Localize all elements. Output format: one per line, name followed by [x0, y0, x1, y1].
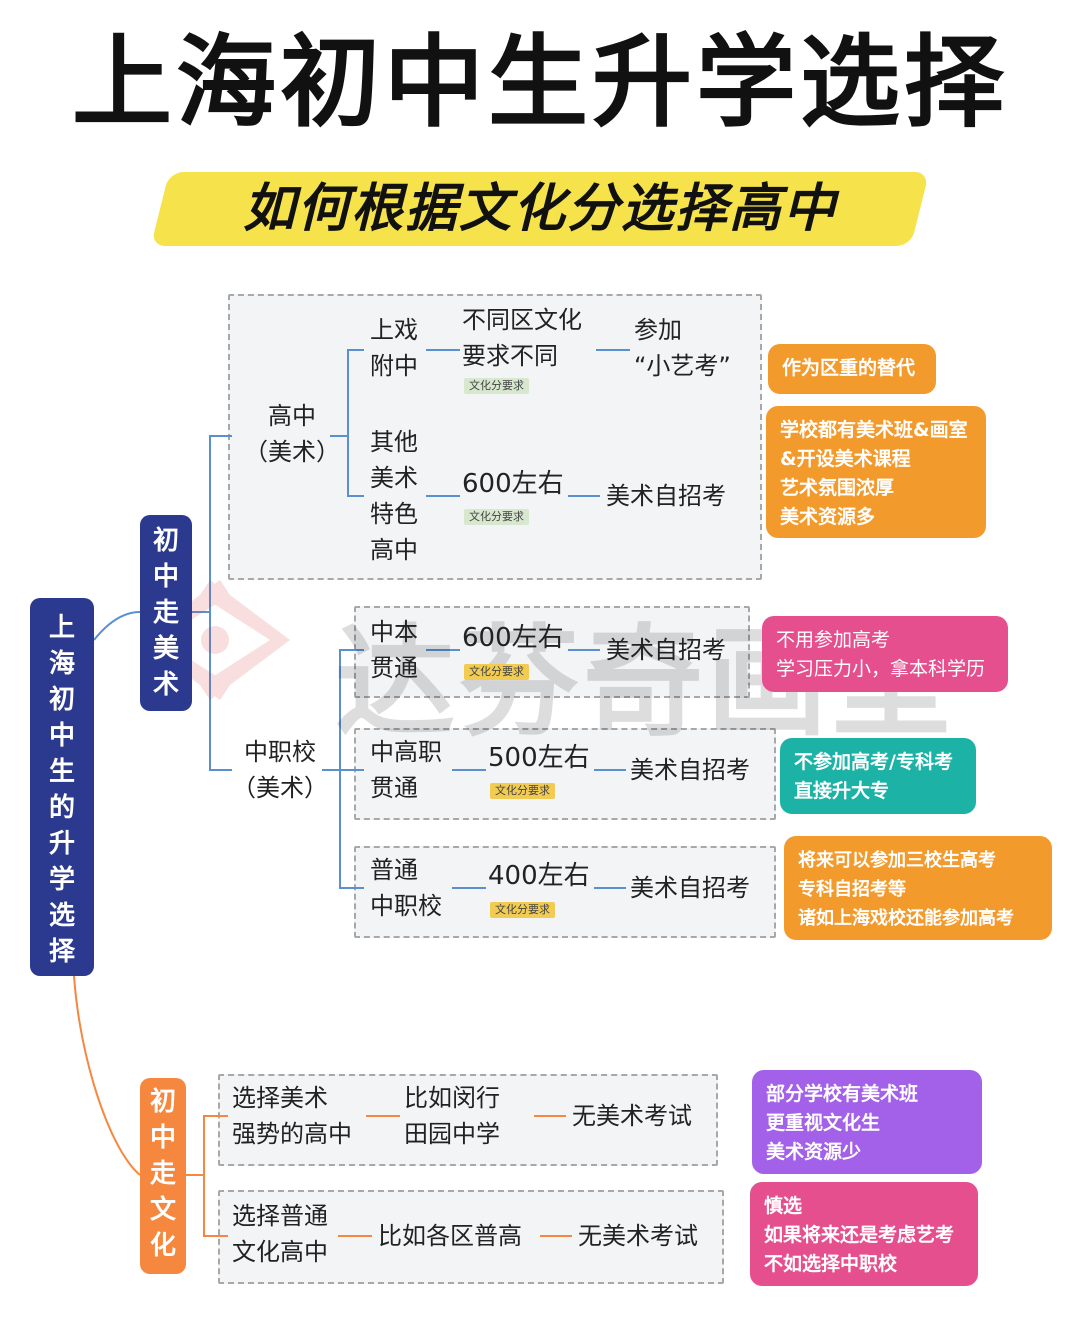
vertical-char: 化	[149, 1231, 176, 1261]
vertical-char: 选	[48, 901, 75, 931]
vertical-char: 中	[48, 721, 75, 751]
zhongben-exam: 美术自招考	[606, 636, 726, 664]
shangxi-exam: 参加 “小艺考”	[634, 316, 731, 380]
culture-strong-name: 选择美术 强势的高中	[232, 1084, 352, 1148]
zhongben-score: 600左右	[462, 623, 564, 653]
zhonggao-note-card: 不参加高考/专科考 直接升大专	[780, 738, 976, 814]
vertical-char: 择	[48, 937, 75, 967]
vertical-char: 初	[149, 1087, 176, 1117]
vertical-char: 术	[152, 670, 179, 700]
vertical-char: 初	[48, 685, 75, 715]
vertical-char: 升	[48, 829, 75, 859]
shangxi-score: 不同区文化 要求不同	[462, 306, 582, 370]
culture-strong-box	[218, 1074, 718, 1166]
shangxi-name: 上戏 附中	[370, 316, 418, 380]
culture-normal-note-card: 慎选 如果将来还是考虑艺考 不如选择中职校	[750, 1182, 978, 1286]
zhongben-name: 中本 贯通	[370, 618, 418, 682]
culture-normal-exam: 无美术考试	[578, 1222, 698, 1250]
page-title: 上海初中生升学选择	[72, 24, 1008, 141]
culture-normal-box	[218, 1190, 724, 1284]
culture-branch-node: 初中走文化	[140, 1078, 186, 1274]
zhongben-tag: 文化分要求	[464, 664, 529, 680]
vertical-char: 中	[149, 1123, 176, 1153]
culture-strong-example: 比如闵行 田园中学	[404, 1084, 500, 1148]
page-subtitle: 如何根据文化分选择高中	[242, 179, 837, 239]
putong-note-card: 将来可以参加三校生高考 专科自招考等 诸如上海戏校还能参加高考	[784, 836, 1052, 940]
culture-normal-name: 选择普通 文化高中	[232, 1202, 328, 1266]
vertical-char: 生	[48, 757, 75, 787]
culture-normal-example: 比如各区普高	[378, 1222, 522, 1250]
shangxi-tag: 文化分要求	[464, 378, 529, 394]
putong-exam: 美术自招考	[630, 874, 750, 902]
vertical-char: 的	[48, 793, 75, 823]
vertical-char: 文	[149, 1195, 176, 1225]
vertical-char: 走	[149, 1159, 176, 1189]
zhonggao-tag: 文化分要求	[490, 783, 555, 799]
putong-name: 普通 中职校	[370, 856, 442, 920]
zhonggao-box	[354, 728, 776, 820]
other-note-card: 学校都有美术班&画室 &开设美术课程 艺术氛围浓厚 美术资源多	[766, 406, 986, 538]
zhonggao-name: 中高职 贯通	[370, 738, 442, 802]
zhongben-note-card: 不用参加高考 学习压力小，拿本科学历	[762, 616, 1008, 692]
vertical-char: 上	[48, 613, 75, 643]
shangxi-note-card: 作为区重的替代	[768, 344, 936, 394]
vertical-char: 中	[152, 562, 179, 592]
zhonggao-score: 500左右	[488, 743, 590, 773]
vertical-char: 初	[152, 526, 179, 556]
zhonggao-exam: 美术自招考	[630, 756, 750, 784]
highschool-art-node: 高中 （美术）	[244, 402, 340, 466]
art-branch-label: 初中走美术	[140, 523, 192, 703]
other-name: 其他 美术 特色 高中	[370, 428, 418, 564]
art-branch-node: 初中走美术	[140, 515, 192, 711]
other-exam: 美术自招考	[606, 482, 726, 510]
putong-box	[354, 846, 776, 938]
putong-score: 400左右	[488, 861, 590, 891]
other-tag: 文化分要求	[464, 509, 529, 525]
culture-branch-label: 初中走文化	[140, 1084, 186, 1264]
vertical-char: 海	[48, 649, 75, 679]
root-node: 上海初中生的升学选择	[30, 598, 94, 976]
culture-strong-exam: 无美术考试	[572, 1102, 692, 1130]
culture-strong-note-card: 部分学校有美术班 更重视文化生 美术资源少	[752, 1070, 982, 1174]
zhongben-box	[354, 606, 750, 698]
other-score: 600左右	[462, 469, 564, 499]
putong-tag: 文化分要求	[490, 902, 555, 918]
vertical-char: 走	[152, 598, 179, 628]
vertical-char: 美	[152, 634, 179, 664]
root-label: 上海初中生的升学选择	[30, 610, 94, 970]
vertical-char: 学	[48, 865, 75, 895]
vocational-art-node: 中职校 （美术）	[232, 738, 328, 802]
